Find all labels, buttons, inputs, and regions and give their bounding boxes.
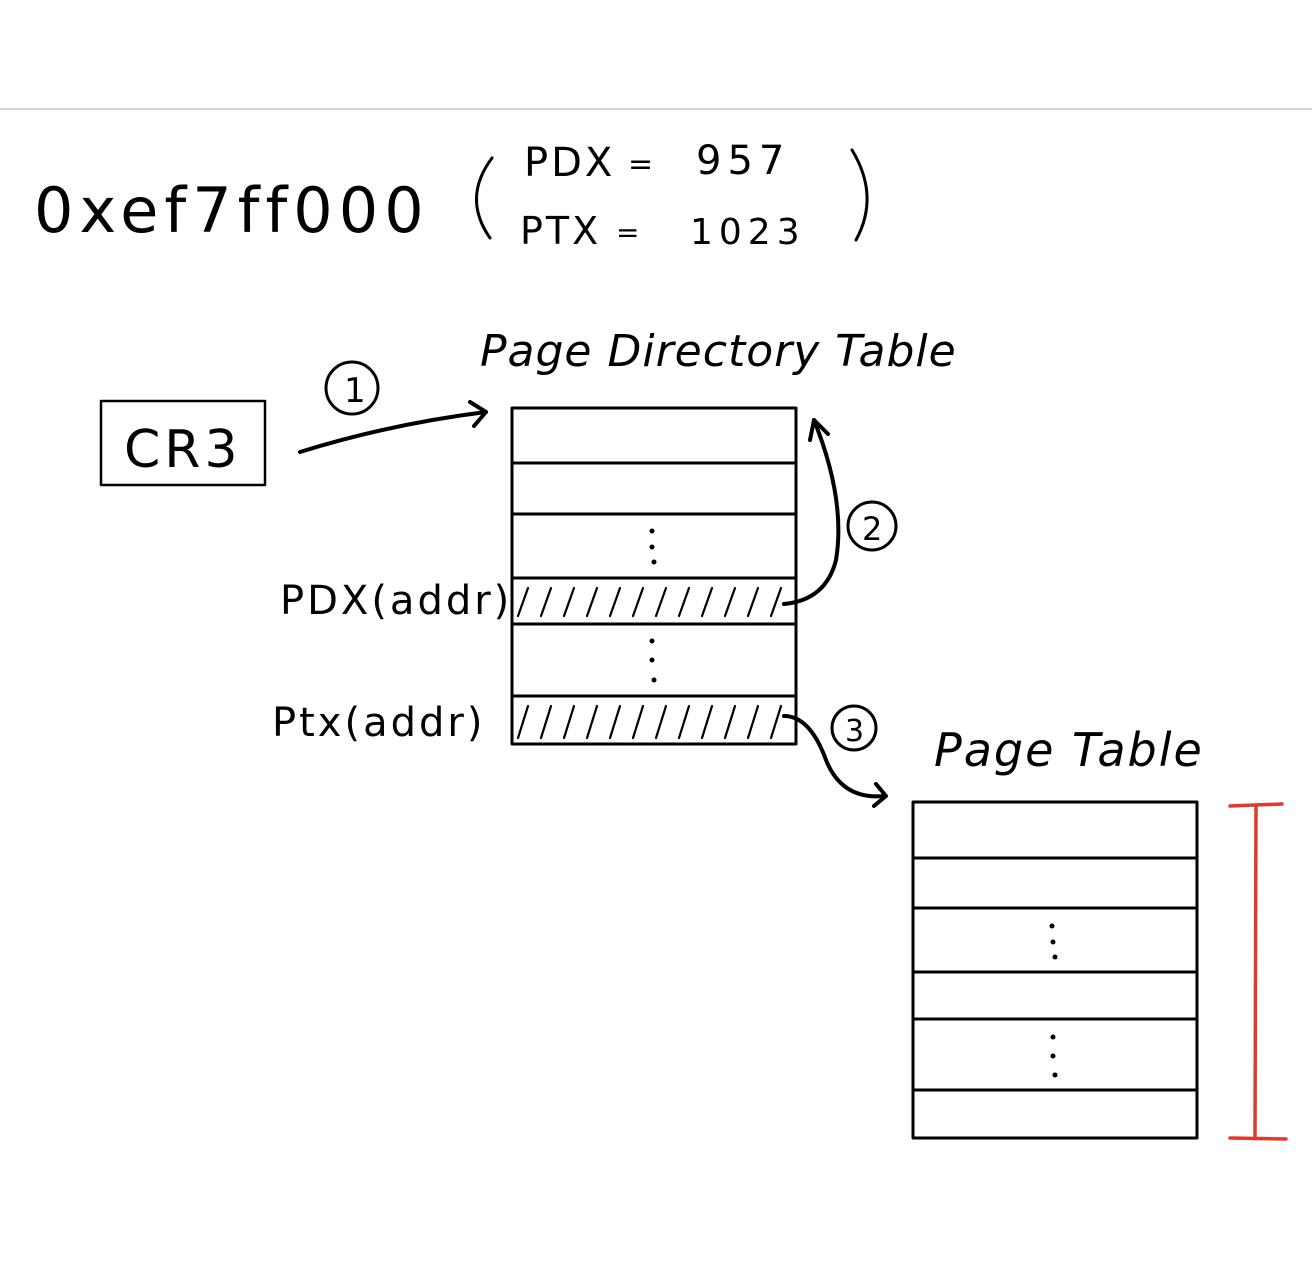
ptx-label: PTX <box>520 209 601 253</box>
cr3-box <box>99 399 267 487</box>
ptx-entry-hatching <box>516 704 783 740</box>
pdx-row-label: PDX(addr) <box>280 578 512 624</box>
page-table <box>911 800 1199 1140</box>
address-hex: 0xef7ff000 <box>34 174 430 247</box>
ptx-row-label: Ptx(addr) <box>272 700 485 746</box>
directory-ellipsis-lower <box>649 638 657 683</box>
page-table-title: Page Table <box>934 723 1204 777</box>
arrow-cr3-to-directory <box>298 410 488 454</box>
step-3-marker <box>830 704 878 752</box>
arrow-cr3-head <box>468 400 488 428</box>
page-table-span-marker <box>1228 802 1288 1141</box>
ptx-value: 1023 <box>690 212 806 253</box>
step-1-number: 1 <box>344 371 366 411</box>
cr3-label: CR3 <box>124 420 242 480</box>
step-2-marker <box>846 500 898 552</box>
arrow-ptx-to-page-table <box>782 714 886 799</box>
page-directory-title: Page Directory Table <box>480 326 957 377</box>
ptx-equals: = <box>616 216 639 249</box>
arrow-pdx-loop <box>782 418 841 606</box>
page-table-ellipsis-upper <box>1049 923 1058 960</box>
page-directory-table <box>510 406 798 746</box>
page-table-ellipsis-lower <box>1050 1034 1058 1078</box>
directory-ellipsis-upper <box>649 528 657 565</box>
pdx-label: PDX <box>524 140 615 186</box>
close-paren <box>850 148 869 242</box>
pdx-entry-hatching <box>516 586 783 618</box>
arrow-ptx-head <box>872 782 888 808</box>
pdx-equals: = <box>628 147 653 182</box>
step-3-number: 3 <box>845 714 864 749</box>
pdx-value: 957 <box>696 138 790 184</box>
open-paren <box>475 156 494 240</box>
step-1-marker <box>324 360 380 416</box>
arrow-pdx-loop-head <box>808 418 830 442</box>
step-2-number: 2 <box>862 510 882 548</box>
